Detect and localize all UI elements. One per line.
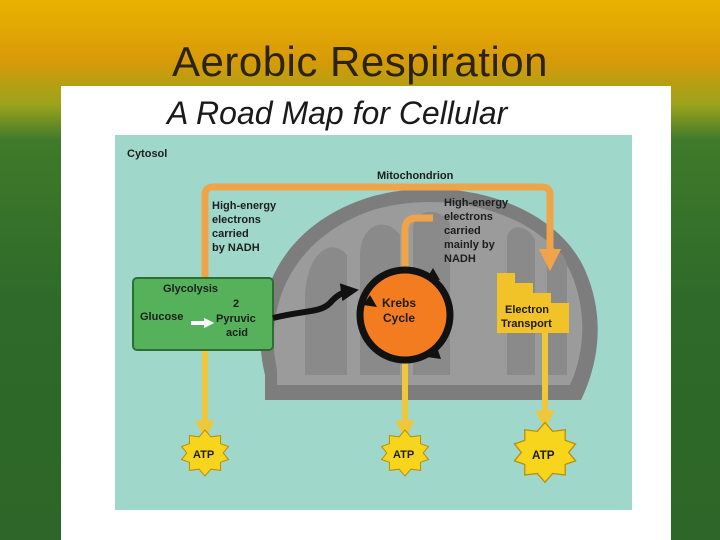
svg-text:electrons: electrons [212,214,261,226]
panel-heading: A Road Map for Cellular [167,95,507,132]
svg-text:mainly by: mainly by [444,239,496,251]
cytosol-label: Cytosol [127,148,167,160]
svg-text:carried: carried [212,228,249,240]
slide-title: Aerobic Respiration [0,38,720,86]
svg-text:NADH: NADH [444,253,476,265]
svg-text:carried: carried [444,225,481,237]
svg-text:ATP: ATP [393,449,414,461]
krebs-cycle: Krebs Cycle [360,268,450,360]
svg-text:Electron: Electron [505,304,549,316]
svg-text:ATP: ATP [193,449,214,461]
svg-text:Pyruvic: Pyruvic [216,313,256,325]
svg-text:Krebs: Krebs [382,296,416,310]
svg-text:Transport: Transport [501,318,552,330]
svg-text:acid: acid [226,327,248,339]
svg-text:High-energy: High-energy [212,200,277,212]
svg-text:electrons: electrons [444,211,493,223]
svg-text:2: 2 [233,298,239,310]
svg-text:High-energy: High-energy [444,197,509,209]
glycolysis-box: Glycolysis Glucose 2 Pyruvic acid [133,278,273,350]
svg-text:ATP: ATP [532,449,555,462]
svg-text:by NADH: by NADH [212,242,260,254]
svg-text:Cycle: Cycle [383,311,415,325]
glycolysis-title: Glycolysis [163,283,218,295]
mitochondrion-label: Mitochondrion [377,170,454,182]
glucose-label: Glucose [140,311,183,323]
respiration-diagram: Cytosol Mitochondrion High-energy electr… [115,135,632,510]
